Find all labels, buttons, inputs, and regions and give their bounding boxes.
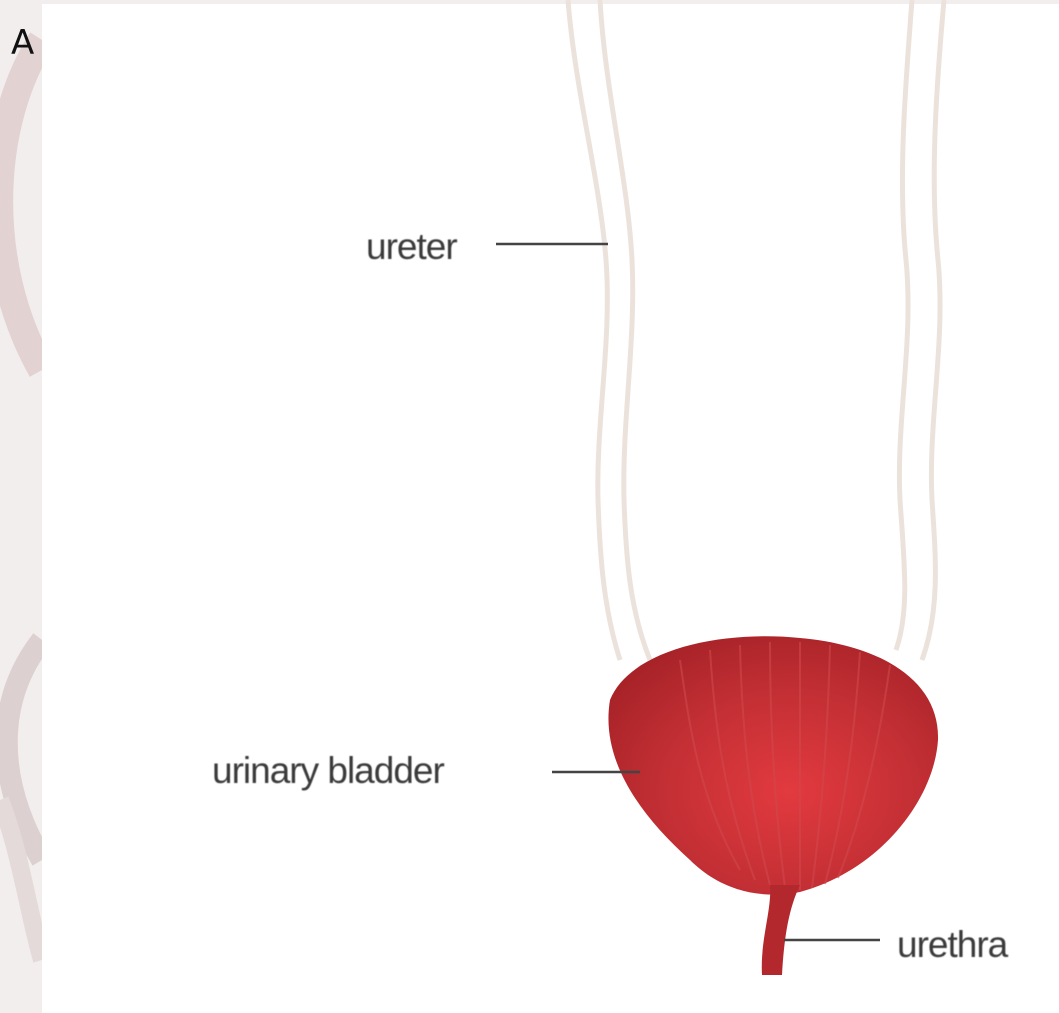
right-ureter — [896, 0, 944, 660]
urinary-bladder-label: urinary bladder — [212, 752, 444, 789]
urethra-label: urethra — [897, 926, 1007, 963]
ureter-label: ureter — [366, 228, 457, 265]
urinary-bladder — [608, 636, 938, 975]
left-ureter — [568, 0, 650, 660]
